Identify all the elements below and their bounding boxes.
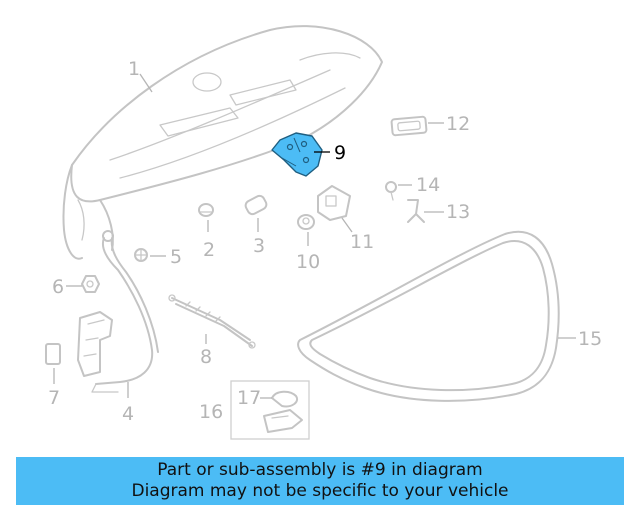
callout-label-5: 5 [170, 246, 182, 268]
part-gas-strut [168, 294, 256, 349]
part-screw [385, 181, 412, 201]
callout-label-8: 8 [200, 346, 212, 368]
callout-label-15: 15 [578, 328, 602, 350]
callout-label-13: 13 [446, 201, 470, 223]
callout-label-7: 7 [48, 387, 60, 409]
callout-label-11: 11 [350, 231, 374, 253]
callout-label-2: 2 [203, 239, 215, 261]
part-grommet [297, 214, 315, 246]
part-release-switch [390, 115, 444, 137]
part-clip [407, 199, 444, 223]
callout-label-17: 17 [237, 387, 261, 409]
part-hinge-bracket [45, 311, 113, 384]
part-group-16-box [230, 380, 310, 440]
part-bumper-stop [198, 203, 214, 232]
part-latch-bracket-highlighted [271, 132, 330, 177]
part-latch [317, 185, 353, 233]
callout-label-6: 6 [52, 276, 64, 298]
callout-label-12: 12 [446, 113, 470, 135]
callout-label-1: 1 [128, 58, 140, 80]
callout-label-3: 3 [253, 235, 265, 257]
part-pad [244, 194, 268, 232]
banner-line-2: Diagram may not be specific to your vehi… [131, 481, 509, 501]
part-trunk-lid [62, 25, 383, 260]
part-weatherstrip [297, 230, 576, 402]
parts-diagram: 1 2 3 4 5 6 7 8 9 10 11 12 13 14 15 16 1… [45, 25, 602, 440]
callout-label-10: 10 [296, 251, 320, 273]
callout-label-16: 16 [199, 401, 223, 423]
callout-label-9: 9 [334, 142, 346, 164]
part-hinge-arm [91, 230, 159, 398]
info-banner: Part or sub-assembly is #9 in diagram Di… [16, 457, 624, 505]
part-nut [66, 275, 100, 293]
callout-label-14: 14 [416, 174, 440, 196]
callout-label-4: 4 [122, 403, 134, 425]
banner-line-1: Part or sub-assembly is #9 in diagram [157, 460, 483, 480]
part-bolt [134, 248, 166, 262]
